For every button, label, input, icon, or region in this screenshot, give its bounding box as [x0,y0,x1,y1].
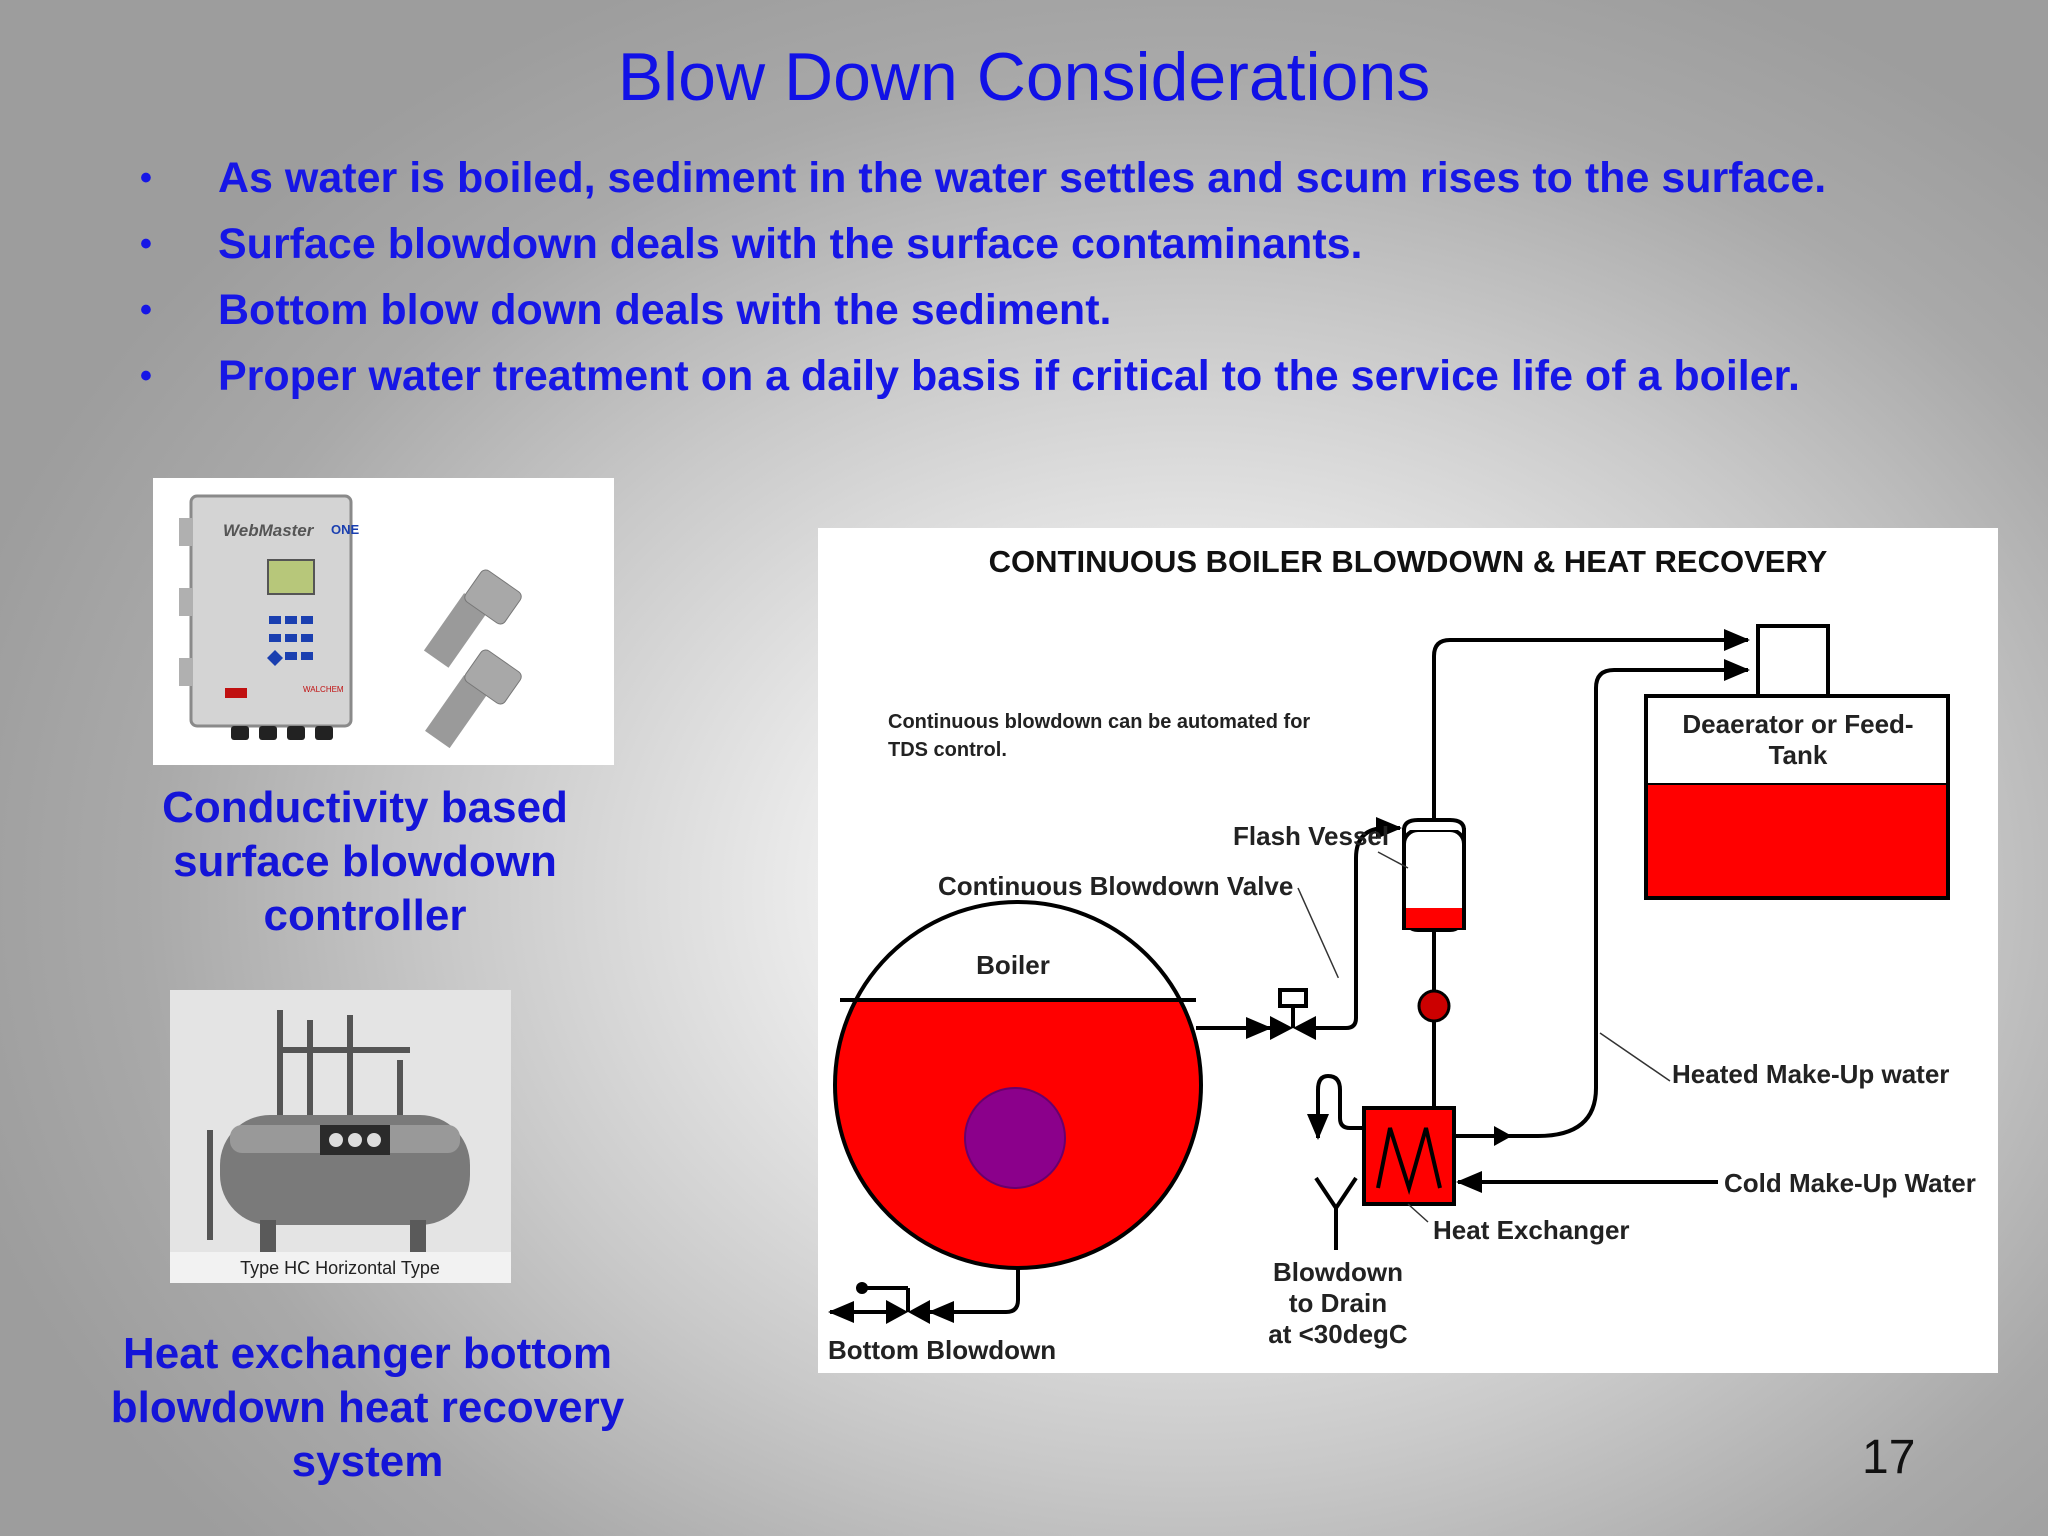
caption-line: system [291,1437,444,1486]
slide-title: Blow Down Considerations [617,39,1431,115]
heat-exchanger-illustration: Type HC Horizontal Type [170,990,511,1283]
controller-photo: WebMaster ONE WALCHEM [153,478,614,765]
controller-caption: Conductivity based surface blowdown cont… [110,781,620,943]
blowdown-diagram: CONTINUOUS BOILER BLOWDOWN & HEAT RECOVE… [818,528,1998,1373]
heat-exchanger-photo-label: Type HC Horizontal Type [240,1258,440,1278]
drain-label-line: Blowdown [1273,1257,1403,1287]
heat-exchanger-caption: Heat exchanger bottom blowdown heat reco… [90,1327,645,1489]
deaerator-tank [1644,624,1950,900]
bullet-text: As water is boiled, sediment in the wate… [218,154,1827,202]
steam-trap-icon [1417,989,1451,1023]
bullet-icon: • [140,291,152,329]
bullet-text: Bottom blow down deals with the sediment… [218,286,1112,334]
bullet-text: Surface blowdown deals with the surface … [218,220,1363,268]
bottom-blowdown-label: Bottom Blowdown [828,1335,1056,1365]
valve-label: Continuous Blowdown Valve [938,871,1293,901]
bullet-list: • As water is boiled, sediment in the wat… [140,145,2020,409]
bullet-item: • Proper water treatment on a daily basis… [140,343,2020,409]
caption-line: controller [263,891,467,940]
diagram-title: CONTINUOUS BOILER BLOWDOWN & HEAT RECOVE… [989,544,1828,579]
heat-exchanger-photo: Type HC Horizontal Type [170,990,511,1283]
drain-label-line: to Drain [1289,1288,1387,1318]
bullet-icon: • [140,357,152,395]
bullet-text: Proper water treatment on a daily basis … [218,352,1800,400]
controller-brand: WebMaster [223,521,315,540]
caption-line: Heat exchanger bottom [123,1329,612,1378]
controller-maker: WALCHEM [303,685,344,694]
bullet-item: • Bottom blow down deals with the sedimen… [140,277,2020,343]
controller-model: ONE [331,522,360,537]
heated-makeup-label: Heated Make-Up water [1672,1059,1949,1089]
diagram-note-line: Continuous blowdown can be automated for [888,711,1310,733]
blowdown-diagram-svg: CONTINUOUS BOILER BLOWDOWN & HEAT RECOVE… [828,544,1976,1365]
bullet-icon: • [140,225,152,263]
controller-illustration: WebMaster ONE WALCHEM [179,494,522,749]
diagram-note-line: TDS control. [888,739,1007,761]
page-number: 17 [1862,1431,1916,1484]
deaerator-label-line: Tank [1769,740,1828,770]
boiler-label: Boiler [976,950,1050,980]
caption-line: surface blowdown [173,837,557,886]
bullet-icon: • [140,159,152,197]
boiler-vessel [833,900,1203,1270]
flash-vessel-label: Flash Vessel [1233,821,1389,851]
heat-exchanger [1362,1106,1456,1206]
bullet-item: • Surface blowdown deals with the surface… [140,211,2020,277]
bullet-item: • As water is boiled, sediment in the wat… [140,145,2020,211]
deaerator-label-line: Deaerator or Feed- [1682,709,1913,739]
caption-line: Conductivity based [162,783,568,832]
cold-makeup-label: Cold Make-Up Water [1724,1168,1976,1198]
flash-vessel [1402,818,1466,932]
caption-line: blowdown heat recovery [110,1383,625,1432]
blowdown-valve [1270,988,1316,1040]
drain-label-line: at <30degC [1268,1319,1408,1349]
heat-exchanger-label: Heat Exchanger [1433,1215,1630,1245]
